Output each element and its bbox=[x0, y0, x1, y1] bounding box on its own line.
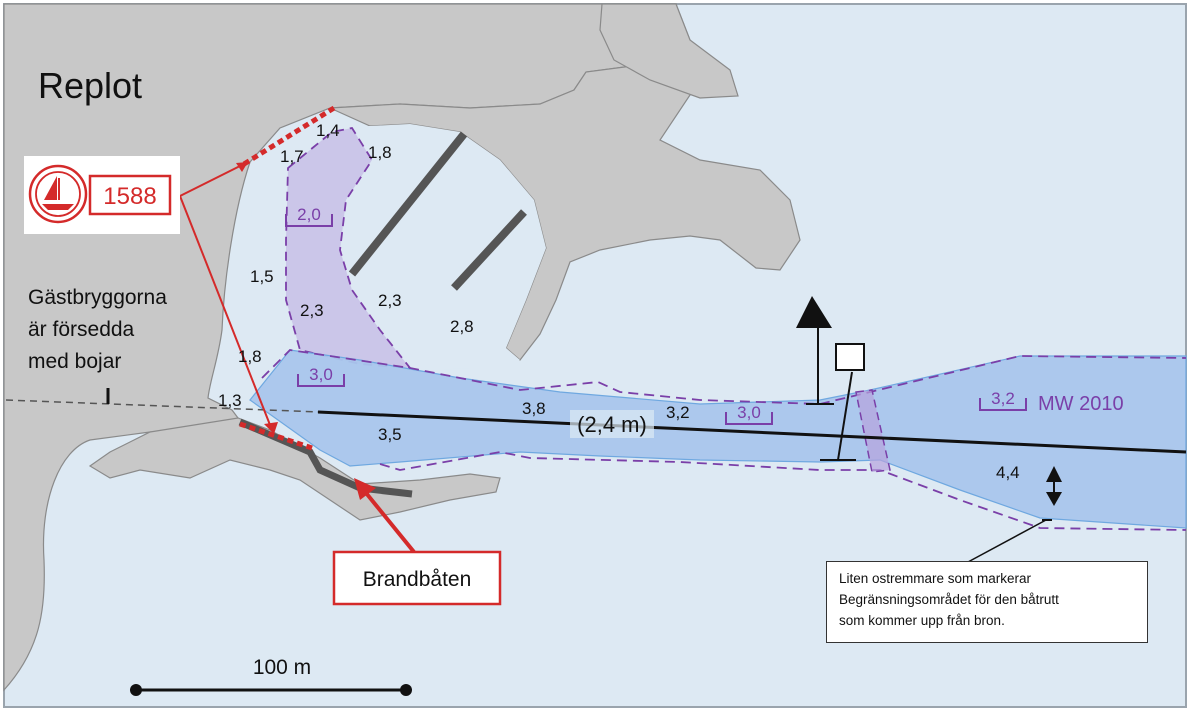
badge-connector-south bbox=[179, 195, 273, 431]
depth-label: 1,8 bbox=[238, 347, 262, 366]
depth-label: 1,5 bbox=[250, 267, 274, 286]
fireboat-pointer-arrowhead bbox=[354, 478, 376, 500]
scale-label: 100 m bbox=[253, 656, 311, 679]
sounding-box-label: 3,0 bbox=[309, 365, 333, 384]
badge-connector-north bbox=[179, 163, 245, 197]
stream-marker-note: Liten ostremmare som markerar Begränsnin… bbox=[826, 561, 1148, 643]
pier-2 bbox=[451, 209, 527, 291]
depth-label: 1,7 bbox=[280, 147, 304, 166]
depth-label: 1,8 bbox=[368, 143, 392, 162]
channel-area bbox=[249, 349, 1187, 529]
depth-label: 2,8 bbox=[450, 317, 474, 336]
leading-line-west bbox=[5, 399, 321, 413]
channel-depth-label: (2,4 m) bbox=[577, 412, 647, 437]
guest-jetty-label-line-2: är försedda bbox=[28, 318, 135, 341]
bridge-pylon bbox=[837, 371, 853, 461]
sounding-box-label: 3,2 bbox=[991, 389, 1015, 408]
depth-label: 3,8 bbox=[522, 399, 546, 418]
harbour-badge: 1588 bbox=[24, 156, 180, 234]
sailboat-icon bbox=[28, 164, 88, 224]
note-line: som kommer upp från bron. bbox=[839, 613, 1005, 628]
sounding-box-label: 2,0 bbox=[297, 205, 321, 224]
fireboat-label: Brandbåten bbox=[363, 568, 472, 591]
sounding-box-3: 3,0 bbox=[725, 403, 773, 425]
guest-jetty-label-line-3: med bojar bbox=[28, 350, 121, 373]
leading-line bbox=[317, 410, 1187, 454]
channel-limit-outline-south bbox=[379, 451, 1187, 531]
guest-jetty-label-line-1: Gästbryggorna bbox=[28, 286, 167, 309]
guest-jetty-south bbox=[239, 421, 313, 451]
depth-label: 3,2 bbox=[666, 403, 690, 422]
mw-label: MW 2010 bbox=[1038, 393, 1124, 415]
sounding-box-4: 3,2 bbox=[979, 389, 1027, 411]
note-leader bbox=[967, 519, 1047, 563]
depth-label: 4,4 bbox=[996, 463, 1020, 482]
note-line: Begränsningsområdet för den båtrutt bbox=[839, 592, 1059, 607]
sounding-box-2: 3,0 bbox=[297, 365, 345, 387]
channel-limit-outline bbox=[261, 349, 1187, 405]
badge-connector-south-arrowhead bbox=[264, 422, 278, 434]
scale-bar: 100 m bbox=[130, 656, 412, 696]
badge-connector-north-arrowhead bbox=[236, 162, 248, 172]
sounding-box-1: 2,0 bbox=[285, 205, 333, 227]
double-arrow-icon bbox=[1042, 466, 1062, 521]
daymark-icon bbox=[835, 343, 865, 371]
depth-label: 2,3 bbox=[300, 301, 324, 320]
restricted-zone-bay bbox=[285, 126, 412, 370]
place-label: Replot bbox=[38, 65, 142, 106]
pier-1 bbox=[348, 131, 468, 277]
restricted-zone-bridge bbox=[855, 389, 891, 473]
fireboat-pointer bbox=[360, 486, 416, 554]
sounding-box-label: 3,0 bbox=[737, 403, 761, 422]
north-arrow-icon bbox=[796, 296, 832, 328]
badge-number: 1588 bbox=[103, 183, 156, 210]
guest-jetty-north bbox=[242, 105, 336, 167]
depth-label: 3,5 bbox=[378, 425, 402, 444]
depth-label: 2,3 bbox=[378, 291, 402, 310]
depth-label: 1,4 bbox=[316, 121, 340, 140]
pier-south bbox=[238, 418, 413, 498]
land-island-north bbox=[599, 3, 739, 99]
depth-label: 1,3 bbox=[218, 391, 242, 410]
note-line: Liten ostremmare som markerar bbox=[839, 571, 1032, 586]
fireboat-label-box: Brandbåten bbox=[332, 550, 502, 606]
